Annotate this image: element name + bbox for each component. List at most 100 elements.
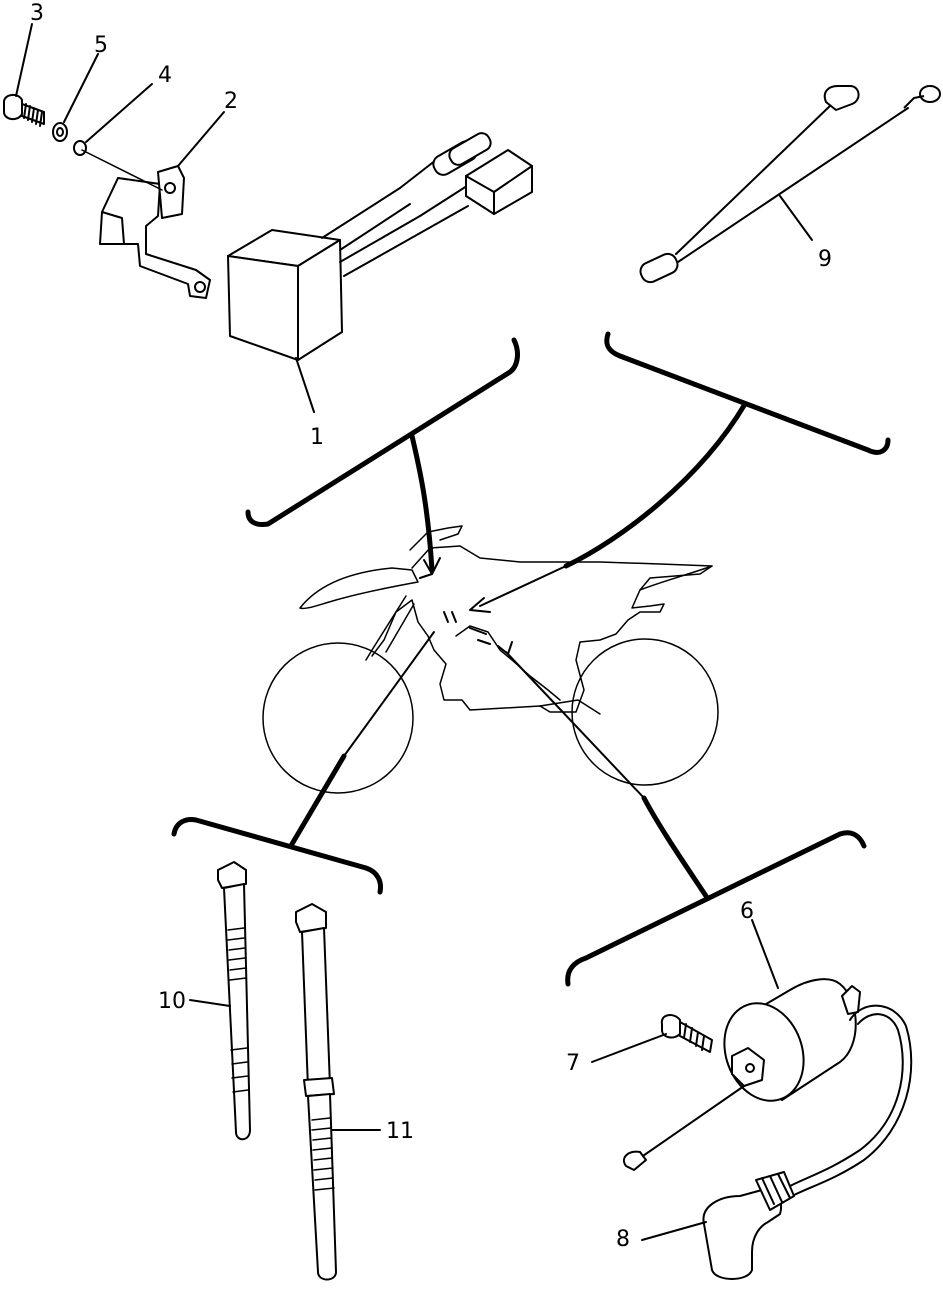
plug-cap-body: [702, 1188, 782, 1280]
group-bracket-bottom-right: [565, 830, 867, 987]
plug-cap-rings: [761, 1173, 791, 1205]
leader-part-2: [177, 111, 225, 167]
callout-7: 7: [566, 1051, 580, 1076]
coil-screw-part: [660, 1014, 713, 1053]
leader-top-left-arrow: [423, 557, 441, 575]
lock-washer-ring: [73, 140, 87, 156]
wire-lead-part: [639, 85, 941, 284]
assembly-line-bolt-to-bracket: [81, 149, 163, 191]
long-band-strap-upper: [301, 927, 331, 1089]
group-bracket-bottom-left: [171, 817, 383, 895]
leader-top-right-arrow: [469, 597, 491, 613]
bracket-side: [99, 211, 125, 245]
leader-bottom-left-to-bike: [289, 753, 347, 847]
engine-block: [455, 625, 561, 701]
short-band-strap: [223, 883, 251, 1141]
callout-11: 11: [386, 1119, 414, 1144]
short-band-head: [217, 861, 247, 889]
leader-bottom-left-thin: [343, 631, 435, 757]
screw-head: [3, 94, 23, 120]
callout-10: 10: [158, 989, 186, 1014]
callout-1: 1: [310, 425, 324, 450]
leader-part-10: [189, 999, 231, 1007]
mount-mark-2: [443, 611, 457, 623]
short-band-part: [217, 861, 251, 1141]
cdi-coupler: [465, 149, 533, 215]
leader-top-left-to-bike: [409, 433, 435, 573]
washer-part: [52, 122, 68, 142]
long-band-teeth: [311, 1117, 335, 1191]
bracket-part: [99, 165, 211, 299]
leader-part-6: [751, 919, 779, 989]
cdi-unit-part: [227, 132, 533, 361]
cdi-connector-2: [448, 132, 492, 166]
wire-lead-wire-2: [677, 107, 909, 263]
group-bracket-top-left: [245, 337, 520, 527]
coil-ground-wire: [639, 1085, 745, 1159]
handlebar: [409, 525, 463, 551]
front-wheel: [262, 642, 414, 794]
group-bracket-top-right: [604, 331, 891, 455]
wire-lead-ring: [919, 85, 941, 103]
cdi-box-front: [227, 255, 299, 361]
mount-mark-3: [469, 627, 491, 645]
front-fork: [365, 595, 415, 661]
mount-mark-1: [419, 573, 433, 579]
bracket-plate: [101, 177, 211, 299]
cdi-wire-sheath: [399, 159, 471, 217]
leader-top-right-to-bike: [563, 401, 748, 569]
callout-8: 8: [616, 1227, 630, 1252]
long-band-part: [295, 903, 337, 1281]
leader-bottom-right-to-bike: [641, 795, 709, 899]
leader-part-3: [15, 23, 33, 97]
coil-screw-threads: [679, 1021, 713, 1053]
front-fender: [299, 567, 419, 610]
seat-tail: [639, 565, 713, 591]
bracket-hole-2: [194, 281, 206, 293]
cdi-wire-harness: [321, 187, 469, 277]
wire-lead-bullet: [823, 85, 860, 111]
frame-and-tank: [371, 545, 713, 713]
leader-top-right-thin: [479, 565, 567, 607]
rear-wheel: [571, 638, 719, 786]
callout-6: 6: [740, 899, 754, 924]
leader-part-5: [63, 53, 99, 123]
plug-cap-collar: [755, 1171, 795, 1211]
long-band-strap-lower: [307, 1093, 337, 1281]
coil-mount: [731, 1047, 765, 1087]
callout-5: 5: [94, 33, 108, 58]
leader-bottom-right-thin: [505, 651, 645, 799]
washer-inner: [56, 127, 64, 137]
coil-hv-lead: [789, 1004, 913, 1197]
long-band-head: [295, 903, 327, 933]
wire-lead-sleeve: [639, 252, 679, 284]
leader-bottom-right-arrow: [497, 641, 513, 655]
screw-threads: [21, 103, 45, 127]
lock-washer-part: [73, 140, 87, 156]
washer-outer: [52, 122, 68, 142]
wire-lead-wire-1: [675, 103, 833, 255]
coil-mount-hole: [745, 1063, 755, 1073]
short-band-teeth: [227, 927, 249, 1093]
plug-cap-part: [702, 1171, 795, 1280]
leader-part-4: [85, 83, 153, 143]
motorcycle-outline: [262, 525, 719, 794]
callout-9: 9: [818, 247, 832, 272]
coil-ground-terminal: [622, 1150, 647, 1171]
bracket-hole-1: [164, 182, 176, 194]
callout-2: 2: [224, 89, 238, 114]
leader-part-7: [591, 1033, 667, 1063]
cdi-box-side: [297, 239, 343, 361]
ignition-coil-part: [622, 978, 913, 1197]
swingarm: [539, 699, 601, 715]
long-band-buckle: [303, 1077, 335, 1097]
callout-4: 4: [158, 63, 172, 88]
leader-part-8: [641, 1221, 707, 1241]
leader-part-1: [295, 357, 315, 413]
coil-tab: [841, 985, 861, 1015]
leader-part-9: [779, 195, 813, 241]
callout-3: 3: [30, 1, 44, 26]
cdi-coupler-edge: [465, 165, 533, 215]
